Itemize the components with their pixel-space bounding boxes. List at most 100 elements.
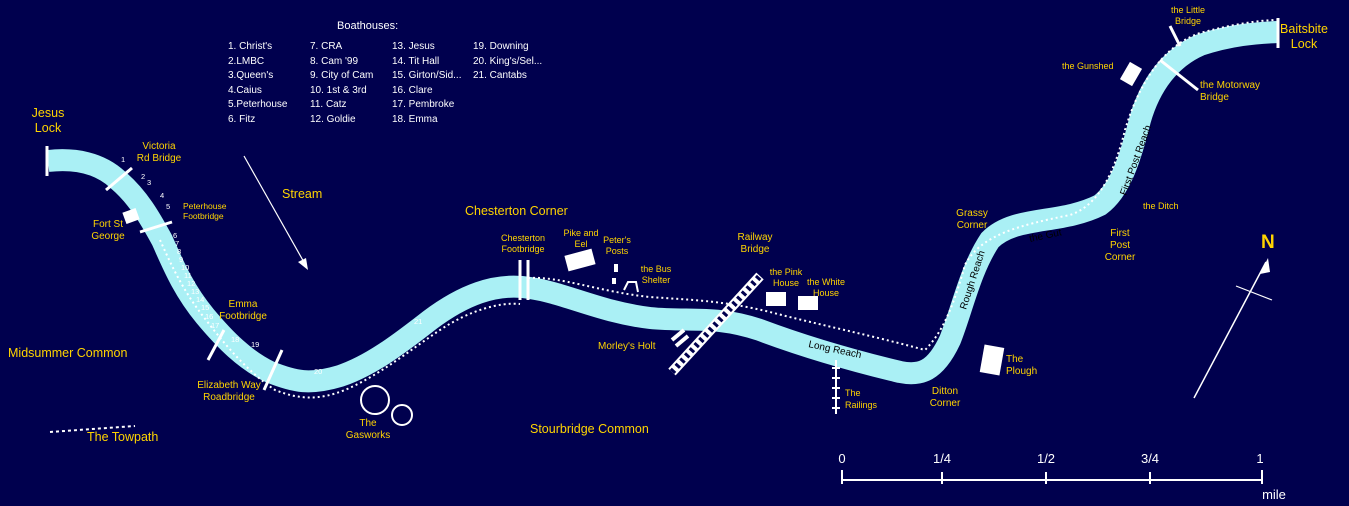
boathouse-item: 21. Cantabs [473,70,527,81]
scale-tick-label: 1 [1256,451,1264,466]
the-gasworks-label: The Gasworks [345,418,391,441]
the-plough-building [979,344,1005,376]
boathouse-item: 20. King's/Sel... [473,55,543,67]
gunshed-building [1119,61,1143,87]
boathouse-marker: 20 [314,367,323,376]
fort-st-george-building [122,207,140,225]
boathouse-marker: 1 [121,155,126,164]
the-railings-label: The Railings [845,388,878,410]
boathouse-item: 17. Pembroke [392,99,455,110]
jesus-lock-label: Jesus Lock [31,106,65,135]
the-plough-label: The Plough [1006,354,1038,377]
boathouse-column-3: 13. Jesus 14. Tit Hall 15. Girton/Sid...… [392,40,461,127]
boathouses-title: Boathouses: [337,20,399,32]
boathouse-column-2: 7. CRA 8. Cam '99 9. City of Cam 10. 1st… [310,40,373,127]
emma-footbridge [206,329,226,361]
first-post-corner-label: First Post Corner [1104,228,1136,263]
boathouse-item: 2.LMBC [228,55,265,67]
scale-unit-label: mile [1262,487,1286,502]
gasworks-tank-2 [391,404,413,426]
north-label: N [1261,232,1275,253]
peterhouse-footbridge-label: Peterhouse Footbridge [183,201,227,221]
boathouse-marker: 3 [147,178,152,187]
towpath-legend-line [49,425,136,433]
scale-tick-label: 0 [838,451,846,466]
morleys-holt-marker [670,328,690,348]
boathouse-marker: 17 [211,321,220,330]
boathouse-marker: 16 [205,312,214,321]
morleys-holt-label: Morley's Holt [598,341,656,352]
the-towpath-label: The Towpath [87,430,159,444]
elizabeth-roadbridge [262,349,284,391]
baitsbite-lock-label: Baitsbite Lock [1280,22,1328,51]
boathouse-marker: 19 [251,340,260,349]
peters-posts-marker [614,264,618,272]
chesterton-corner-label: Chesterton Corner [465,204,568,218]
grassy-corner-label: Grassy Corner [956,208,988,231]
boathouse-marker: 6 [173,231,178,240]
stream-label: Stream [282,187,323,201]
boathouse-item: 19. Downing [473,41,529,52]
pink-house-building [766,292,786,306]
boathouse-item: 6. Fitz [228,113,256,125]
gasworks-tank-1 [360,385,390,415]
stourbridge-common-label: Stourbridge Common [530,422,649,436]
boathouse-marker: 4 [160,191,165,200]
bus-shelter-label: the Bus Shelter [640,264,672,285]
the-ditch-label: the Ditch [1143,201,1179,211]
little-bridge-label: the Little Bridge [1170,5,1206,26]
boathouse-item: 13. Jesus [392,41,435,52]
boathouse-marker: 14 [196,295,205,304]
boathouse-item: 12. Goldie [310,113,356,125]
railway-bridge [668,272,764,376]
boathouse-marker: 9 [179,255,184,264]
boathouse-item: 9. City of Cam [310,70,374,81]
boathouse-marker: 12 [187,279,196,288]
little-bridge [1168,25,1182,47]
pink-house-label: the Pink House [769,267,803,288]
boathouse-marker: 18 [231,335,240,344]
north-arrow [1193,258,1273,399]
chesterton-footbridge-label: Chesterton Footbridge [500,233,546,254]
fort-st-george-label: Fort St George [91,219,125,242]
boathouse-marker: 5 [166,202,171,211]
boathouse-item: 4.Caius [228,84,262,96]
white-house-label: the White House [806,277,846,298]
boathouse-marker: 11 [184,271,192,280]
boathouse-marker: 21 [414,317,423,326]
boathouse-item: 14. Tit Hall [392,55,440,67]
boathouse-column-4: 19. Downing 20. King's/Sel... 21. Cantab… [473,40,542,84]
boathouse-item: 16. Clare [392,84,433,96]
boathouse-item: 15. Girton/Sid... [392,70,462,81]
boathouse-item: 10. 1st & 3rd [310,84,367,96]
towpath-line-north [527,19,1279,352]
scale-bar [841,470,1263,484]
bus-shelter-marker [623,281,639,293]
ditton-corner-label: Ditton Corner [929,386,961,409]
boathouse-column-1: 1. Christ's 2.LMBC 3.Queen's 4.Caius 5.P… [228,40,288,127]
emma-footbridge-label: Emma Footbridge [219,299,267,322]
boathouse-marker: 7 [175,239,180,248]
midsummer-common-label: Midsummer Common [8,346,128,360]
boathouse-marker: 15 [201,303,210,312]
scale-tick-label: 1/4 [932,451,952,466]
boathouse-item: 5.Peterhouse [228,99,288,110]
boathouse-marker: 2 [141,172,146,181]
boathouse-item: 11. Catz [310,99,347,110]
boathouse-marker: 8 [177,247,182,256]
victoria-bridge-label: Victoria Rd Bridge [136,141,182,164]
the-gunshed-label: the Gunshed [1062,61,1114,71]
boathouse-marker: 13 [191,287,200,296]
boathouse-marker: 10 [181,263,190,272]
peters-posts-marker-2 [612,278,616,284]
towpath-line [159,239,521,399]
boathouse-item: 18. Emma [392,113,438,125]
scale-tick-label: 1/2 [1036,451,1056,466]
boathouse-item: 8. Cam '99 [310,55,359,67]
railway-bridge-label: Railway Bridge [737,232,773,255]
boathouse-item: 3.Queen's [228,70,274,81]
victoria-bridge [105,166,133,192]
peterhouse-footbridge [139,220,173,234]
river-cam [46,21,1279,393]
